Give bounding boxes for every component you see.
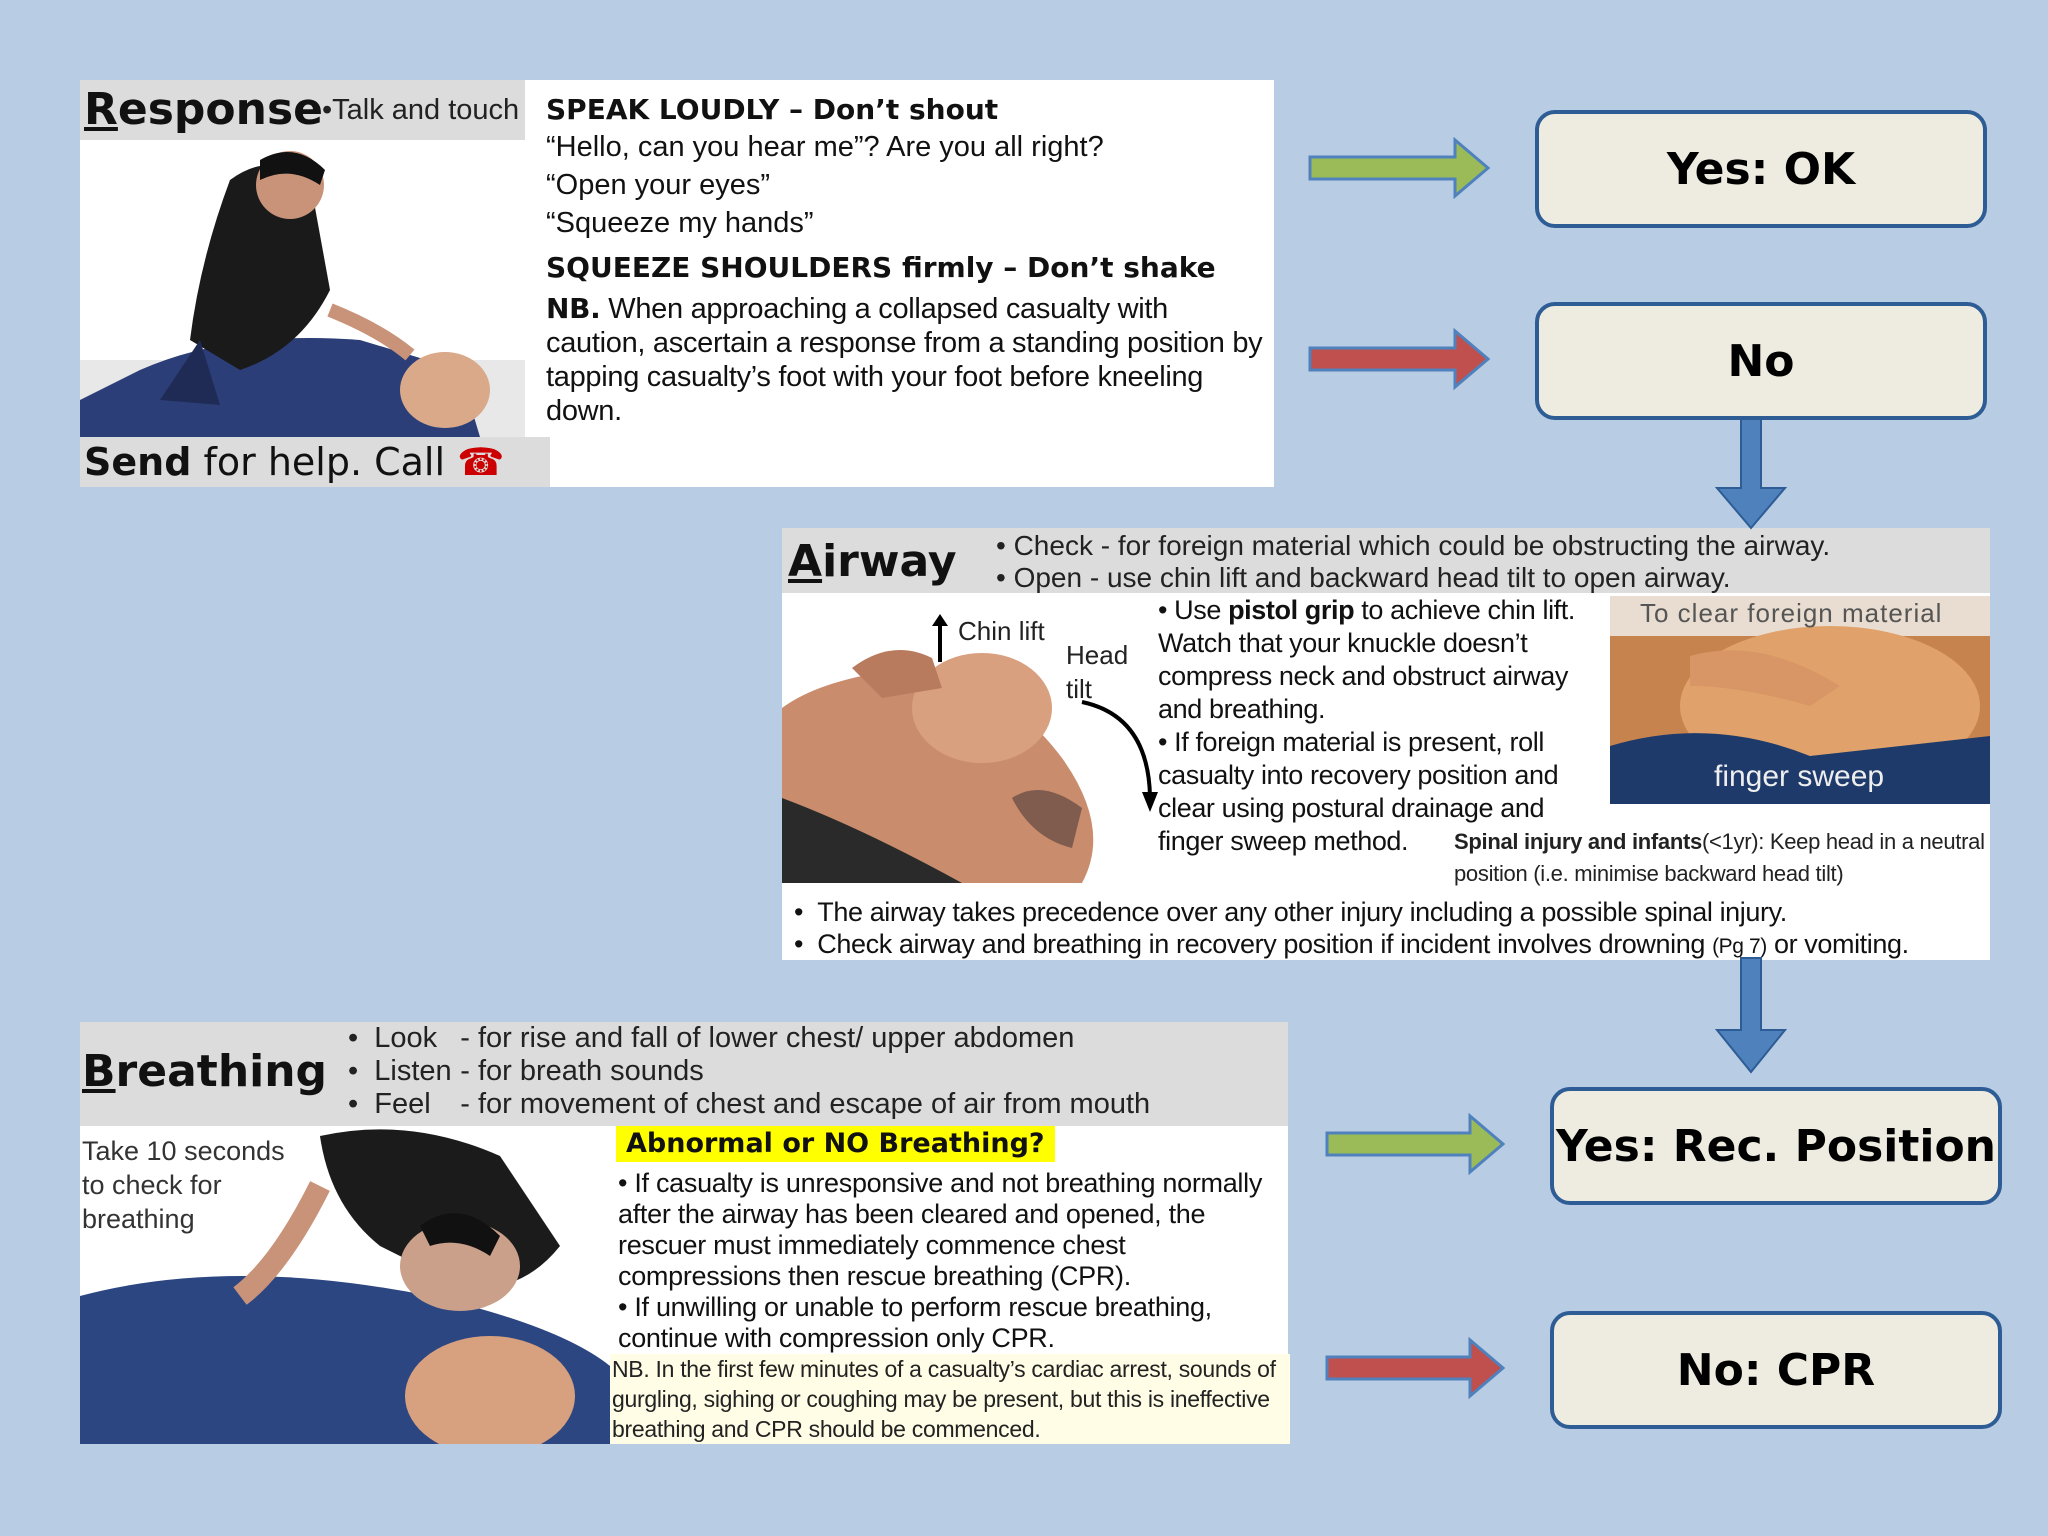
response-title: Response bbox=[84, 84, 324, 135]
airway-foreign-material: • If foreign material is present, roll c… bbox=[1158, 727, 1559, 856]
blue-arrow-no-to-airway bbox=[1714, 416, 1788, 530]
airway-title: Airway bbox=[788, 536, 957, 587]
chin-lift-photo bbox=[782, 598, 1152, 883]
clear-foreign-caption: To clear foreign material bbox=[1640, 598, 1943, 628]
head-tilt-arrow-icon bbox=[1078, 696, 1158, 816]
green-arrow-yes-ok bbox=[1308, 136, 1491, 200]
finger-sweep-caption: finger sweep bbox=[1714, 760, 1885, 793]
check-row-listen: • Listen- for breath sounds bbox=[348, 1055, 704, 1087]
breathing-bullet-2: • If unwilling or unable to perform resc… bbox=[618, 1292, 1212, 1353]
breathing-check-list: • Look- for rise and fall of lower chest… bbox=[348, 1022, 1150, 1121]
airway-check: • Check - for foreign material which cou… bbox=[996, 530, 1831, 561]
breathing-nb: NB. In the first few minutes of a casual… bbox=[610, 1354, 1290, 1444]
red-arrow-no bbox=[1308, 327, 1491, 391]
red-arrow-no-cpr bbox=[1325, 1336, 1506, 1400]
response-line-3: “Squeeze my hands” bbox=[546, 207, 814, 239]
finger-sweep-photo bbox=[1610, 596, 1990, 804]
send-help-strip bbox=[80, 437, 550, 487]
breathing-photo bbox=[80, 1126, 610, 1444]
take-10-seconds: Take 10 seconds to check for breathing bbox=[82, 1136, 285, 1234]
breathing-header bbox=[80, 1022, 1288, 1126]
airway-panel: Airway • Check - for foreign material wh… bbox=[782, 528, 1990, 960]
outcome-yes-ok: Yes: OK bbox=[1535, 110, 1987, 228]
phone-icon: ☎ bbox=[457, 440, 505, 484]
check-row-feel: • Feel- for movement of chest and escape… bbox=[348, 1088, 1151, 1120]
chin-lift-arrow-icon bbox=[930, 614, 950, 662]
airway-bullet-1: • The airway takes precedence over any o… bbox=[794, 897, 1787, 927]
response-subtitle: •Talk and touch bbox=[322, 94, 520, 126]
breathing-title: Breathing bbox=[82, 1046, 328, 1097]
breathing-bullet-1: • If casualty is unresponsive and not br… bbox=[618, 1168, 1263, 1291]
green-arrow-yes-rec bbox=[1325, 1112, 1506, 1176]
breathing-panel: Breathing • Look- for rise and fall of l… bbox=[80, 1022, 1290, 1444]
chin-lift-label: Chin lift bbox=[958, 616, 1045, 646]
airway-bullet-2: • Check airway and breathing in recovery… bbox=[794, 929, 1909, 959]
response-photo bbox=[80, 140, 525, 437]
speak-loudly: SPEAK LOUDLY – Don’t shout bbox=[546, 93, 999, 126]
spinal-injury-note: Spinal injury and infants(<1yr): Keep he… bbox=[1454, 829, 1985, 886]
outcome-no: No bbox=[1535, 302, 1987, 420]
outcome-yes-rec-position: Yes: Rec. Position bbox=[1550, 1087, 2002, 1205]
response-text: SPEAK LOUDLY – Don’t shout “Hello, can y… bbox=[546, 92, 1266, 428]
blue-arrow-airway-to-rec bbox=[1714, 957, 1788, 1074]
send-help-text: Send for help. Call ☎ bbox=[84, 440, 505, 484]
squeeze-shoulders: SQUEEZE SHOULDERS firmly – Don’t shake bbox=[546, 251, 1216, 284]
airway-header bbox=[782, 528, 1990, 593]
airway-open: • Open - use chin lift and backward head… bbox=[996, 562, 1731, 593]
airway-pistol-grip: • Use pistol grip to achieve chin lift. … bbox=[1158, 595, 1575, 724]
response-line-1: “Hello, can you hear me”? Are you all ri… bbox=[546, 131, 1104, 163]
response-header bbox=[80, 80, 525, 140]
response-panel: Response •Talk and touch Send for help. … bbox=[80, 80, 1274, 487]
tilt-label: tilt bbox=[1066, 674, 1092, 704]
abnormal-breathing-highlight: Abnormal or NO Breathing? bbox=[616, 1126, 1055, 1162]
check-row-look: • Look- for rise and fall of lower chest… bbox=[348, 1022, 1075, 1054]
outcome-no-cpr: No: CPR bbox=[1550, 1311, 2002, 1429]
head-label: Head bbox=[1066, 640, 1129, 670]
response-nb: NB. When approaching a collapsed casualt… bbox=[546, 292, 1263, 427]
response-line-2: “Open your eyes” bbox=[546, 169, 771, 201]
